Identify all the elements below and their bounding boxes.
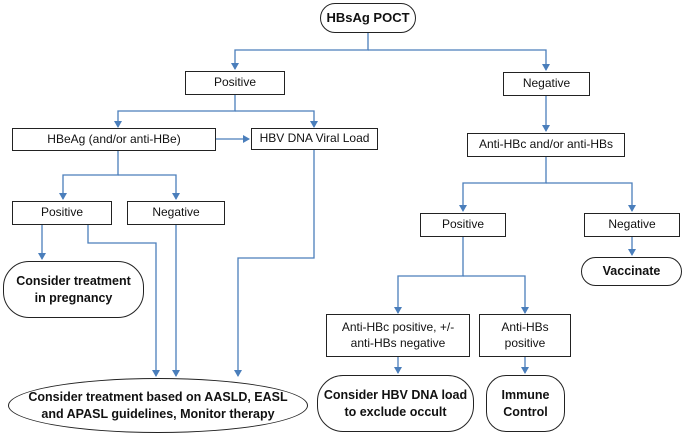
hbsag-poct-node: HBsAg POCT: [320, 3, 416, 33]
anti-hbc-hbs-node: Anti-HBc and/or anti-HBs: [467, 133, 625, 157]
connector-hbvdna-guidelines: [234, 150, 315, 377]
connector-anti-negative: [546, 182, 636, 212]
vaccinate-label: Vaccinate: [602, 264, 661, 279]
anti-hbs-positive-node: Anti-HBs positive: [479, 314, 571, 357]
hbv-dna-occult-node: Consider HBV DNA load to exclude occult: [317, 375, 474, 432]
connector-anti-positive: [459, 157, 547, 212]
connector-positive-hbvdna: [235, 110, 318, 128]
connector-root-positive: [231, 33, 369, 70]
connector-positive-antihbc: [394, 237, 464, 314]
vaccinate-node: Vaccinate: [581, 257, 682, 286]
anti-negative-node: Negative: [584, 213, 680, 237]
anti-positive-label: Positive: [441, 217, 485, 232]
connector-positive-guidelines: [87, 225, 160, 377]
treat-pregnancy-label: Consider treatment in pregnancy: [16, 274, 131, 305]
anti-hbc-positive-node: Anti-HBc positive, +/- anti-HBs negative: [326, 314, 470, 357]
positive-node: Positive: [185, 71, 285, 95]
hbeag-negative-node: Negative: [127, 201, 225, 225]
anti-hbs-positive-label: Anti-HBs positive: [501, 319, 549, 350]
immune-control-label: Immune Control: [501, 388, 550, 419]
anti-positive-node: Positive: [420, 213, 506, 237]
hbsag-poct-label: HBsAg POCT: [326, 9, 410, 25]
anti-hbc-positive-label: Anti-HBc positive, +/- anti-HBs negative: [341, 319, 455, 350]
anti-negative-label: Negative: [608, 217, 656, 232]
connector-positive-hbeag: [114, 95, 236, 128]
treat-guidelines-node: Consider treatment based on AASLD, EASL …: [8, 378, 308, 433]
negative-label: Negative: [522, 76, 571, 91]
hbeag-positive-node: Positive: [12, 201, 112, 225]
anti-hbc-hbs-label: Anti-HBc and/or anti-HBs: [478, 137, 614, 152]
negative-node: Negative: [503, 72, 590, 96]
hbeag-negative-label: Negative: [152, 205, 200, 220]
hbv-dna-occult-label: Consider HBV DNA load to exclude occult: [323, 388, 468, 419]
treat-pregnancy-node: Consider treatment in pregnancy: [3, 261, 144, 318]
connector-hbeag-negative: [118, 174, 180, 200]
connector-root-negative: [368, 49, 550, 71]
hbeag-label: HBeAg (and/or anti-HBe): [47, 131, 181, 146]
hbeag-node: HBeAg (and/or anti-HBe): [12, 128, 216, 151]
hbv-dna-viral-load-node: HBV DNA Viral Load: [251, 128, 378, 150]
treat-guidelines-label: Consider treatment based on AASLD, EASL …: [28, 390, 288, 421]
positive-label: Positive: [213, 75, 257, 90]
hbv-dna-viral-load-label: HBV DNA Viral Load: [259, 131, 370, 146]
connector-positive-antihbs: [463, 275, 529, 314]
immune-control-node: Immune Control: [486, 375, 565, 432]
connector-hbeag-positive: [59, 151, 119, 200]
hbeag-positive-label: Positive: [40, 205, 84, 220]
